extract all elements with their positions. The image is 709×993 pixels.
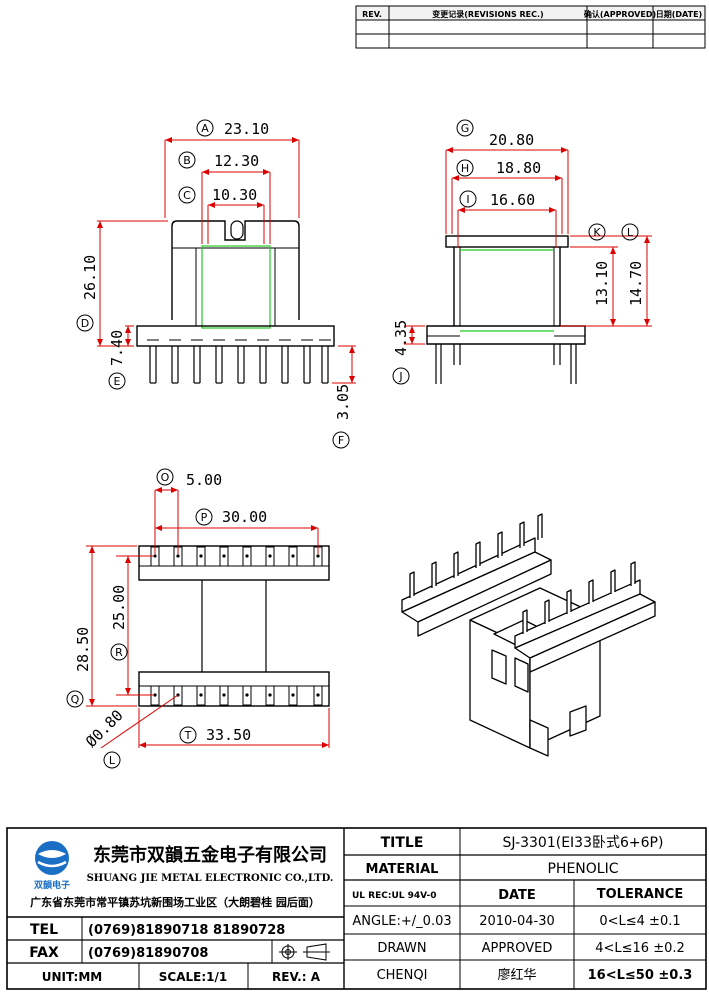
svg-text:F: F [338, 434, 344, 447]
dim-J: J 4.35 [392, 320, 410, 385]
svg-text:P: P [201, 511, 208, 524]
date-label: DATE [498, 888, 536, 903]
svg-text:O: O [161, 471, 170, 484]
svg-text:20.80: 20.80 [489, 131, 534, 149]
approved-label: APPROVED [482, 941, 553, 956]
company-logo: 双韻电子 [34, 841, 70, 891]
dim-T: T 33.50 [179, 726, 251, 744]
isometric-view [401, 513, 656, 757]
svg-text:T: T [184, 729, 192, 742]
svg-text:H: H [461, 162, 469, 175]
svg-text:26.10: 26.10 [81, 255, 99, 300]
front-view: A 23.10 B 12.30 C 10.30 D 26.10 E 7.40 F… [76, 119, 356, 449]
title-value: SJ-3301(EI33卧式6+6P) [503, 835, 664, 851]
svg-text:14.70: 14.70 [627, 261, 645, 306]
angle-tolerance: ANGLE:+/_0.03 [352, 914, 451, 929]
tolerance-label: TOLERANCE [597, 887, 683, 902]
svg-text:C: C [183, 189, 191, 202]
drawn-value: CHENQI [377, 968, 428, 983]
dim-A: A 23.10 [196, 119, 269, 138]
tel-value: (0769)81890718 81890728 [88, 923, 285, 938]
svg-text:5.00: 5.00 [186, 471, 222, 489]
records-header: 变更记录(REVISIONS REC.) [432, 9, 543, 19]
svg-text:L: L [109, 754, 116, 767]
dim-F: F 3.05 [332, 384, 352, 449]
title-label: TITLE [381, 835, 424, 851]
tolerance-row-2: 4<L≤16 ±0.2 [595, 941, 685, 956]
ul-rec: UL REC:UL 94V-0 [352, 891, 436, 901]
svg-text:28.50: 28.50 [74, 627, 92, 672]
date-header: 日期(DATE) [656, 9, 702, 19]
dim-K: K 13.10 [588, 223, 611, 306]
fax-label: FAX [29, 945, 59, 961]
drawn-label: DRAWN [377, 941, 426, 956]
material-label: MATERIAL [366, 862, 439, 877]
dim-L: L 14.70 [621, 223, 645, 306]
svg-text:B: B [183, 154, 191, 167]
svg-text:10.30: 10.30 [212, 186, 257, 204]
svg-text:G: G [461, 122, 470, 135]
dim-G: G 20.80 [456, 119, 534, 149]
svg-text:E: E [114, 375, 121, 388]
dim-O: O 5.00 [156, 468, 222, 489]
svg-text:3.05: 3.05 [334, 384, 352, 420]
svg-text:16.60: 16.60 [490, 191, 535, 209]
material-value: PHENOLIC [547, 861, 618, 877]
bottom-view: O 5.00 P 30.00 R 25.00 Q 28.50 T 33.50 L… [66, 468, 330, 769]
fax-value: (0769)81890708 [88, 946, 208, 961]
svg-text:L: L [627, 226, 634, 239]
tolerance-row-1: 0<L≤4 ±0.1 [599, 914, 680, 929]
svg-text:4.35: 4.35 [392, 320, 410, 356]
side-view: G 20.80 H 18.80 I 16.60 K 13.10 L 14.70 … [392, 119, 652, 385]
svg-text:33.50: 33.50 [206, 726, 251, 744]
tolerance-row-3: 16<L≤50 ±0.3 [588, 968, 693, 983]
projection-symbol-icon [279, 943, 330, 961]
svg-text:J: J [398, 370, 402, 383]
approved-value: 廖红华 [497, 967, 536, 983]
dim-H: H 18.80 [456, 159, 541, 177]
svg-text:18.80: 18.80 [496, 159, 541, 177]
svg-text:Ø0.80: Ø0.80 [82, 706, 127, 751]
svg-text:D: D [81, 317, 89, 330]
svg-text:I: I [466, 193, 469, 206]
dim-P: P 30.00 [195, 508, 267, 526]
dim-D: D 26.10 [76, 255, 99, 332]
dim-pin-diameter: L Ø0.80 [82, 706, 127, 769]
svg-text:K: K [593, 226, 601, 239]
dim-Q: Q 28.50 [66, 627, 92, 708]
svg-text:12.30: 12.30 [214, 152, 259, 170]
scale-label: SCALE:1/1 [159, 970, 227, 984]
tel-label: TEL [30, 922, 58, 938]
title-block [6, 827, 707, 990]
approved-header: 确认(APPROVED) [584, 9, 656, 19]
svg-text:双韻电子: 双韻电子 [34, 879, 70, 891]
svg-text:23.10: 23.10 [224, 120, 269, 138]
dim-R: R 25.00 [110, 585, 128, 661]
dim-C: C 10.30 [178, 186, 257, 204]
svg-text:7.40: 7.40 [108, 330, 126, 366]
rev-header: REV. [362, 10, 382, 19]
svg-text:R: R [115, 646, 123, 659]
svg-text:25.00: 25.00 [110, 585, 128, 630]
company-name-en: SHUANG JIE METAL ELECTRONIC CO.,LTD. [87, 873, 334, 884]
unit-label: UNIT:MM [42, 970, 102, 984]
date-value: 2010-04-30 [479, 914, 555, 929]
dim-B: B 12.30 [178, 151, 259, 170]
company-address: 广东省东莞市常平镇苏坑新围场工业区（大朗碧桂 园后面） [30, 895, 320, 909]
company-name-cn: 东莞市双韻五金电子有限公司 [93, 844, 327, 866]
svg-text:A: A [201, 122, 209, 135]
svg-text:Q: Q [71, 693, 80, 706]
revision-table: REV. 变更记录(REVISIONS REC.) 确认(APPROVED) 日… [355, 5, 706, 49]
svg-text:30.00: 30.00 [222, 508, 267, 526]
dim-I: I 16.60 [459, 190, 535, 209]
title-texts: 东莞市双韻五金电子有限公司 SHUANG JIE METAL ELECTRONI… [29, 835, 692, 984]
svg-text:13.10: 13.10 [593, 261, 611, 306]
dim-E: E 7.40 [108, 330, 126, 390]
rev-label: REV.: A [272, 970, 321, 984]
